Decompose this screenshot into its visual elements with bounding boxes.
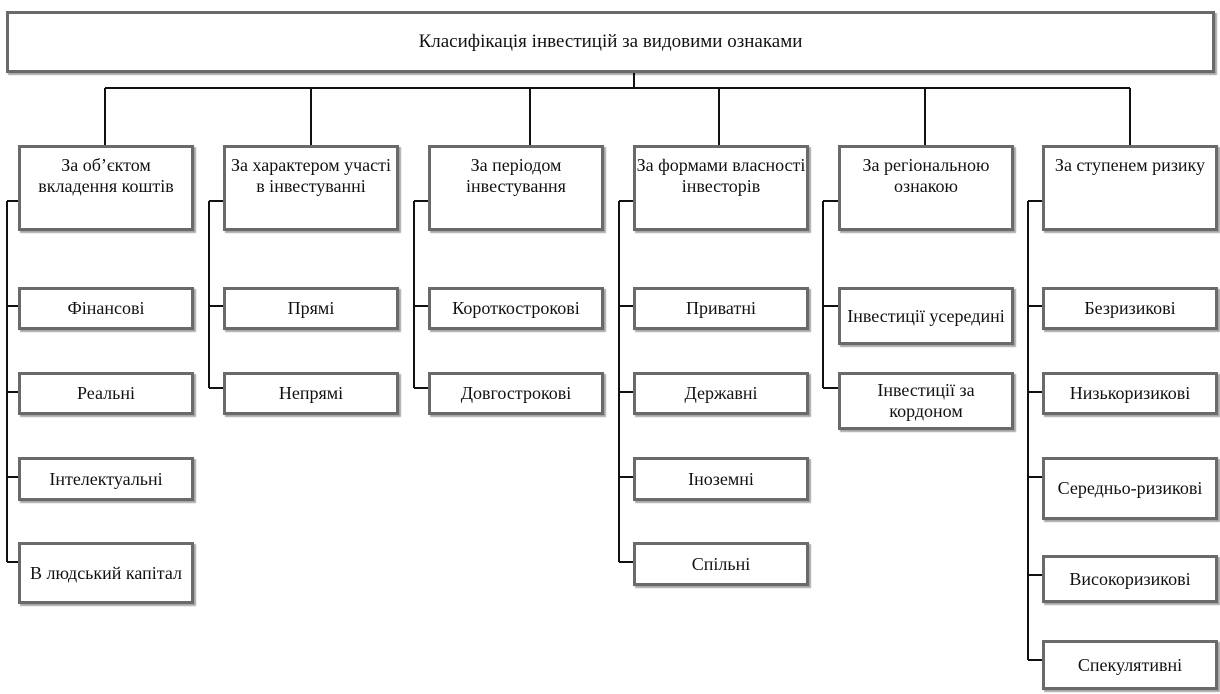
leaf-state: Державні [633,372,809,415]
leaf-label: Довгострокові [460,383,572,403]
leaf-private: Приватні [633,287,809,330]
leaf-label: Реальні [77,383,135,403]
leaf-label: В людський капітал [30,562,182,583]
category-label: За періодом інвестування [466,155,566,196]
leaf-label: Фінансові [67,298,145,318]
leaf-joint: Спільні [633,542,809,586]
leaf-intellectual: Інтелектуальні [18,457,194,501]
category-label: За регіональною ознакою [862,155,990,196]
category-participation: За характером участі в інвестуванні [223,145,399,231]
leaf-long-term: Довгострокові [428,372,604,415]
leaf-label: Інвестиції за кордоном [877,380,975,421]
leaf-low-risk: Низькоризикові [1042,372,1218,415]
leaf-domestic: Інвестиції усередині [838,287,1014,345]
leaf-human-capital: В людський капітал [18,542,194,604]
leaf-label: Непрямі [278,383,344,403]
leaf-label: Безризикові [1084,298,1176,318]
category-label: За характером участі в інвестуванні [230,155,392,196]
leaf-label: Спекулятивні [1077,654,1183,675]
category-label: За формами власності інвесторів [636,155,806,196]
leaf-speculative: Спекулятивні [1042,640,1218,690]
leaf-label: Прямі [287,298,335,318]
leaf-label: Інтелектуальні [49,468,163,489]
leaf-label: Високоризикові [1069,568,1191,589]
category-label: За ступенем ризику [1054,155,1206,175]
category-ownership: За формами власності інвесторів [633,145,809,231]
leaf-foreign: Іноземні [633,457,809,501]
leaf-abroad: Інвестиції за кордоном [838,372,1014,430]
category-object-of-investment: За об’єктом вкладення коштів [18,145,194,231]
root-node: Класифікація інвестицій за видовими озна… [6,11,1215,73]
leaf-label: Інвестиції усередині [847,305,1005,326]
leaf-risk-free: Безризикові [1042,287,1218,330]
leaf-high-risk: Високоризикові [1042,555,1218,603]
leaf-direct: Прямі [223,287,399,330]
leaf-label: Короткострокові [452,298,580,318]
leaf-label: Спільні [691,553,751,574]
leaf-label: Державні [684,383,758,403]
category-regional: За регіональною ознакою [838,145,1014,231]
leaf-medium-risk: Середньо-ризикові [1042,457,1218,520]
leaf-financial: Фінансові [18,287,194,330]
category-period: За періодом інвестування [428,145,604,231]
leaf-label: Приватні [686,298,756,318]
leaf-label: Низькоризикові [1069,383,1191,403]
category-risk: За ступенем ризику [1042,145,1218,231]
leaf-short-term: Короткострокові [428,287,604,330]
category-label: За об’єктом вкладення коштів [38,155,174,196]
leaf-indirect: Непрямі [223,372,399,415]
leaf-label: Іноземні [688,468,754,489]
leaf-real: Реальні [18,372,194,415]
root-label: Класифікація інвестицій за видовими озна… [418,31,803,52]
leaf-label: Середньо-ризикові [1057,478,1203,498]
